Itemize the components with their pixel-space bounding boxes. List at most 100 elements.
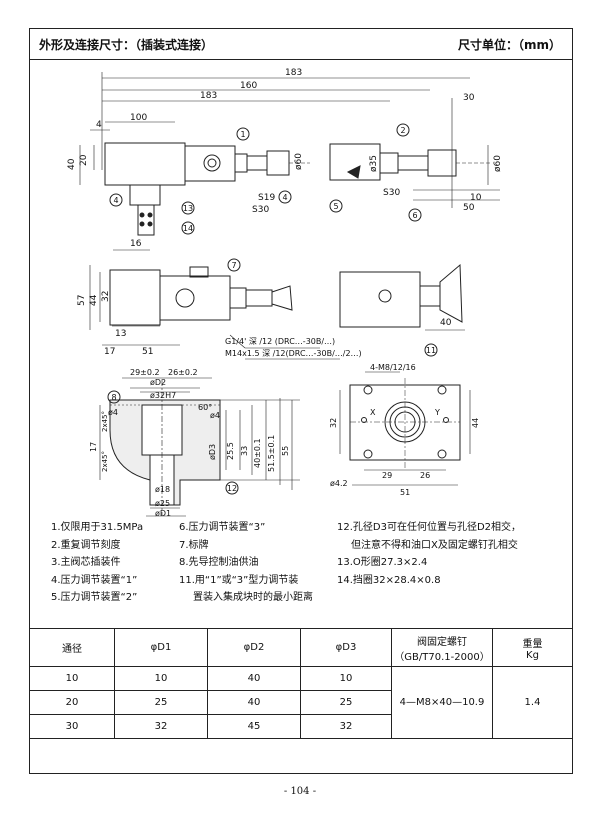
dim-label: 16 <box>130 239 142 249</box>
dim-label: 13 <box>115 329 126 339</box>
note-item: 但注意不得和油口X及固定螺钉孔相交 <box>351 539 518 551</box>
header-cell: 通径 <box>29 628 115 667</box>
dim-label: ø60 <box>493 155 503 172</box>
dim-label: ø4.2 <box>330 479 348 488</box>
table-cell: 10 <box>114 666 208 691</box>
screw-value-cell: 4—M8×40—10.9 <box>391 666 493 739</box>
notes-col-3: 12.孔径D3可在任何位置与孔径D2相交， 但注意不得和油口X及固定螺钉孔相交 … <box>337 519 521 589</box>
note-item: 置装入集成块时的最小距离 <box>193 592 313 603</box>
dim-label: ø4 <box>210 411 220 420</box>
section-view <box>99 377 300 517</box>
dim-label: 40 <box>440 318 452 328</box>
table-cell: 32 <box>114 714 208 739</box>
dim-label: 30 <box>463 93 475 103</box>
balloon <box>109 193 123 207</box>
weight-header-cell: 重量 Kg <box>492 628 573 667</box>
table-row: 20 25 40 25 <box>29 690 573 715</box>
table-cell: 40 <box>207 690 301 715</box>
dim-label: øD2 <box>150 378 166 387</box>
front-view-labels: 16 57 44 32 13 17 51 40 G1/4' 深 /12 (DRC… <box>77 239 452 358</box>
header-cell: φD3 <box>300 628 392 667</box>
dim-label: ø25 <box>155 499 170 508</box>
dim-label: 32 <box>329 418 338 428</box>
section-view-labels: 29±0.2 26±0.2 øD2 ø32H7 ø4 60° ø4 25.5 3… <box>89 368 290 518</box>
dim-label: 50 <box>463 203 475 213</box>
balloon <box>396 123 410 137</box>
weight-header-line1: 重量 <box>522 638 543 650</box>
dim-label: 25.5 <box>226 442 235 460</box>
port-note-m14: M14x1.5 深 /12(DRC…-30B/…/2…) <box>225 349 362 358</box>
weight-header-line2: Kg <box>526 649 539 661</box>
dim-label: 29 <box>382 471 392 480</box>
dim-label: 2x45° <box>101 411 109 432</box>
table-header-row: 通径 φD1 φD2 φD3 阀固定螺钉 （GB/T70.1-2000） 重量 … <box>29 628 573 667</box>
screw-header-line2: （GB/T70.1-2000） <box>394 651 490 663</box>
balloon-number: 12 <box>227 484 237 493</box>
bolt-spec-label: 4-M8/12/16 <box>370 363 416 372</box>
dim-label: 17 <box>104 347 115 357</box>
dim-label: 40±0.1 <box>253 438 262 468</box>
technical-drawing: 183 160 30 183 100 4 20 40 S19 S30 ø60 ø… <box>67 68 503 518</box>
dim-label: ø18 <box>155 485 170 494</box>
header-cell: φD1 <box>114 628 208 667</box>
dim-label: 51 <box>142 347 153 357</box>
balloon <box>225 481 239 495</box>
table-cell: 20 <box>29 690 115 715</box>
table-cell: 32 <box>300 714 392 739</box>
dim-label: 51 <box>400 488 410 497</box>
dim-label: 20 <box>79 154 89 166</box>
balloon <box>181 221 195 235</box>
note-item: 6.压力调节装置“3” <box>179 522 266 533</box>
table-cell: 25 <box>300 690 392 715</box>
table-cell: 40 <box>207 666 301 691</box>
dim-label: 26±0.2 <box>168 368 198 377</box>
balloon <box>408 208 422 222</box>
screw-header-line1: 阀固定螺钉 <box>417 636 467 648</box>
dim-label: 57 <box>77 295 87 306</box>
balloon <box>236 127 250 141</box>
note-item: 2.重复调节刻度 <box>51 539 121 551</box>
note-item: 8.先导控制油供油 <box>179 557 259 568</box>
dim-label: 100 <box>130 113 147 123</box>
table-cell: 25 <box>114 690 208 715</box>
port-y-label: Y <box>434 408 440 417</box>
section-view-balloons: 8 12 <box>107 390 239 495</box>
balloon <box>278 190 292 204</box>
top-view-balloons: 1 2 4 5 6 13 14 4 <box>109 123 422 235</box>
weight-value-cell: 1.4 <box>492 666 573 739</box>
header-cell: φD2 <box>207 628 301 667</box>
dim-label: 183 <box>200 91 217 101</box>
top-view <box>79 72 500 236</box>
dim-label: 4 <box>96 120 102 130</box>
dim-label: øD3 <box>208 444 217 460</box>
dim-label: 29±0.2 <box>130 368 160 377</box>
balloon <box>329 199 343 213</box>
dim-label: ø60 <box>294 153 304 170</box>
dim-label: 2x45° <box>101 451 109 472</box>
balloon-number: 11 <box>426 346 436 355</box>
table-row: 30 32 45 32 <box>29 714 573 739</box>
dim-label: 10 <box>470 193 482 203</box>
dim-label: 17 <box>89 442 98 452</box>
front-view <box>89 249 465 360</box>
dim-label: ø4 <box>108 408 118 417</box>
page-number: - 104 - <box>283 786 317 797</box>
dim-label: 33 <box>240 446 249 456</box>
note-item: 1.仅限用于31.5MPa <box>51 522 144 533</box>
note-item: 7.标牌 <box>179 539 209 551</box>
bolt-view-labels: 4-M8/12/16 X Y 32 44 29 26 51 ø4.2 <box>329 363 480 497</box>
note-item: 14.挡圈32×28.4×0.8 <box>337 574 441 586</box>
bolt-pattern-view <box>339 371 471 486</box>
port-x-label: X <box>370 408 376 417</box>
note-item: 5.压力调节装置“2” <box>51 592 138 603</box>
note-item: 12.孔径D3可在任何位置与孔径D2相交， <box>337 522 522 533</box>
dim-label: 32 <box>101 291 111 302</box>
spec-table: 通径 φD1 φD2 φD3 阀固定螺钉 （GB/T70.1-2000） 重量 … <box>29 628 573 739</box>
dim-label: S30 <box>383 188 400 198</box>
table-cell: 45 <box>207 714 301 739</box>
note-item: 3.主阀芯插装件 <box>51 557 121 568</box>
balloon-number: 5 <box>333 202 338 211</box>
dim-label: 183 <box>285 68 302 78</box>
screw-header-cell: 阀固定螺钉 （GB/T70.1-2000） <box>391 628 493 667</box>
front-view-balloons: 7 11 <box>227 258 438 357</box>
